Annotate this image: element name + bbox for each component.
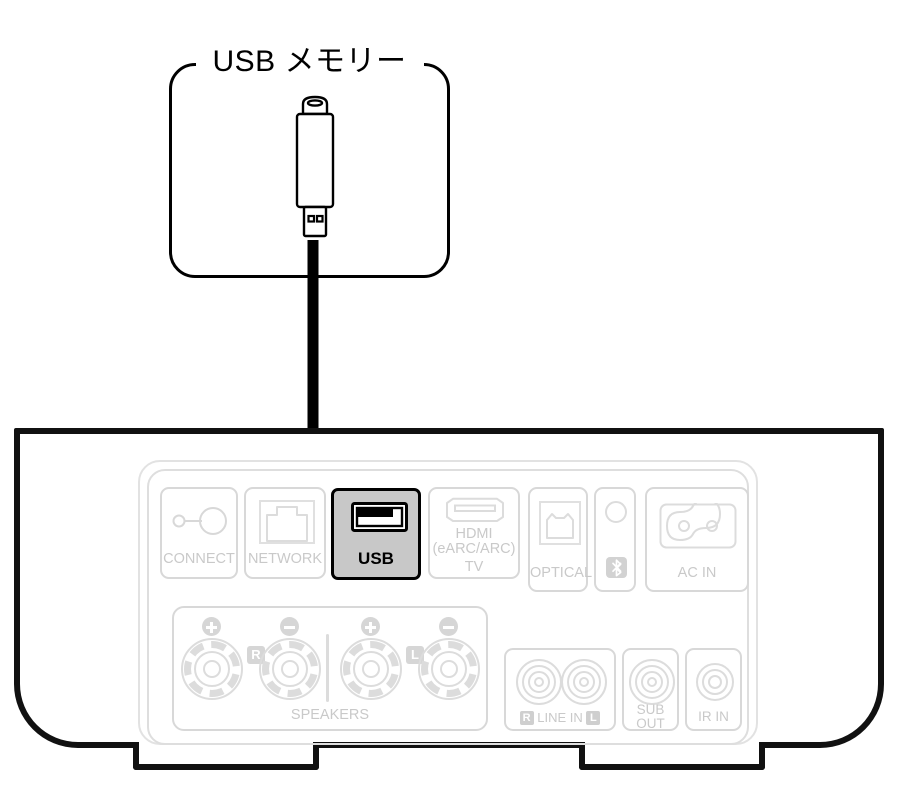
line-in-text: LINE IN [537,710,583,725]
chassis-foot-left [133,742,319,770]
bluetooth-button-circle [605,501,627,523]
rca-jack-icon-ir-in[interactable] [696,663,734,701]
chassis-foot-right [579,742,765,770]
port-connect[interactable]: CONNECT [160,487,238,579]
speaker-r-minus-symbol [280,617,299,636]
connect-button-icon [172,507,227,535]
port-ac-in-label: AC IN [677,565,717,581]
speaker-terminal-r-minus[interactable] [259,638,321,700]
port-network[interactable]: NETWORK [244,487,326,579]
callout-title: USB メモリー [212,45,407,78]
port-network-label: NETWORK [247,551,323,567]
panel-frame-inner [147,469,749,745]
toslink-jack-icon [539,501,581,545]
port-hdmi[interactable]: HDMI (eARC/ARC) TV [428,487,520,579]
usb-a-port-icon [351,502,408,532]
port-ir-in-label: IR IN [698,709,729,724]
bluetooth-icon [606,557,627,578]
usb-flash-drive-icon [295,95,335,238]
port-hdmi-source-label: TV [464,559,484,575]
speaker-terminal-l-minus[interactable] [418,638,480,700]
speaker-l-plus-symbol [361,617,380,636]
port-line-in[interactable]: R LINE IN L [504,648,616,731]
ac-inlet-c7-icon [659,503,737,549]
port-usb[interactable]: USB [331,488,421,580]
speaker-r-plus-symbol [202,617,221,636]
hdmi-port-icon [446,497,504,522]
speaker-channel-divider [326,634,329,702]
rj45-jack-icon [259,500,315,544]
port-hdmi-label: HDMI [455,526,493,542]
port-sub-out-sublabel: OUT [636,716,665,731]
rca-jack-icon-line-in-r[interactable] [516,659,562,705]
bluetooth-button[interactable] [594,487,636,592]
line-in-badge-r: R [519,711,534,725]
rca-jack-icon-sub-out[interactable] [629,659,675,705]
speaker-l-minus-symbol [439,617,458,636]
port-ac-in[interactable]: AC IN [645,487,749,592]
port-sub-out-label: SUB [636,702,665,717]
port-optical[interactable]: OPTICAL [528,487,593,592]
port-sub-out[interactable]: SUB OUT [622,648,679,731]
callout-title-gap [196,52,424,76]
port-hdmi-sublabel: (eARC/ARC) [432,541,516,557]
speakers-label: SPEAKERS [290,707,370,723]
speaker-terminal-r-plus[interactable] [181,638,243,700]
port-optical-label: OPTICAL [530,565,593,581]
line-in-badge-l: L [586,711,601,725]
rca-jack-icon-line-in-l[interactable] [561,659,607,705]
port-line-in-label: R LINE IN L [506,710,614,726]
speaker-terminal-l-plus[interactable] [340,638,402,700]
speakers-group[interactable]: R L SPEAKERS [172,606,488,731]
port-ir-in[interactable]: IR IN [685,648,742,731]
port-usb-label: USB [358,549,394,568]
port-connect-label: CONNECT [163,551,235,567]
